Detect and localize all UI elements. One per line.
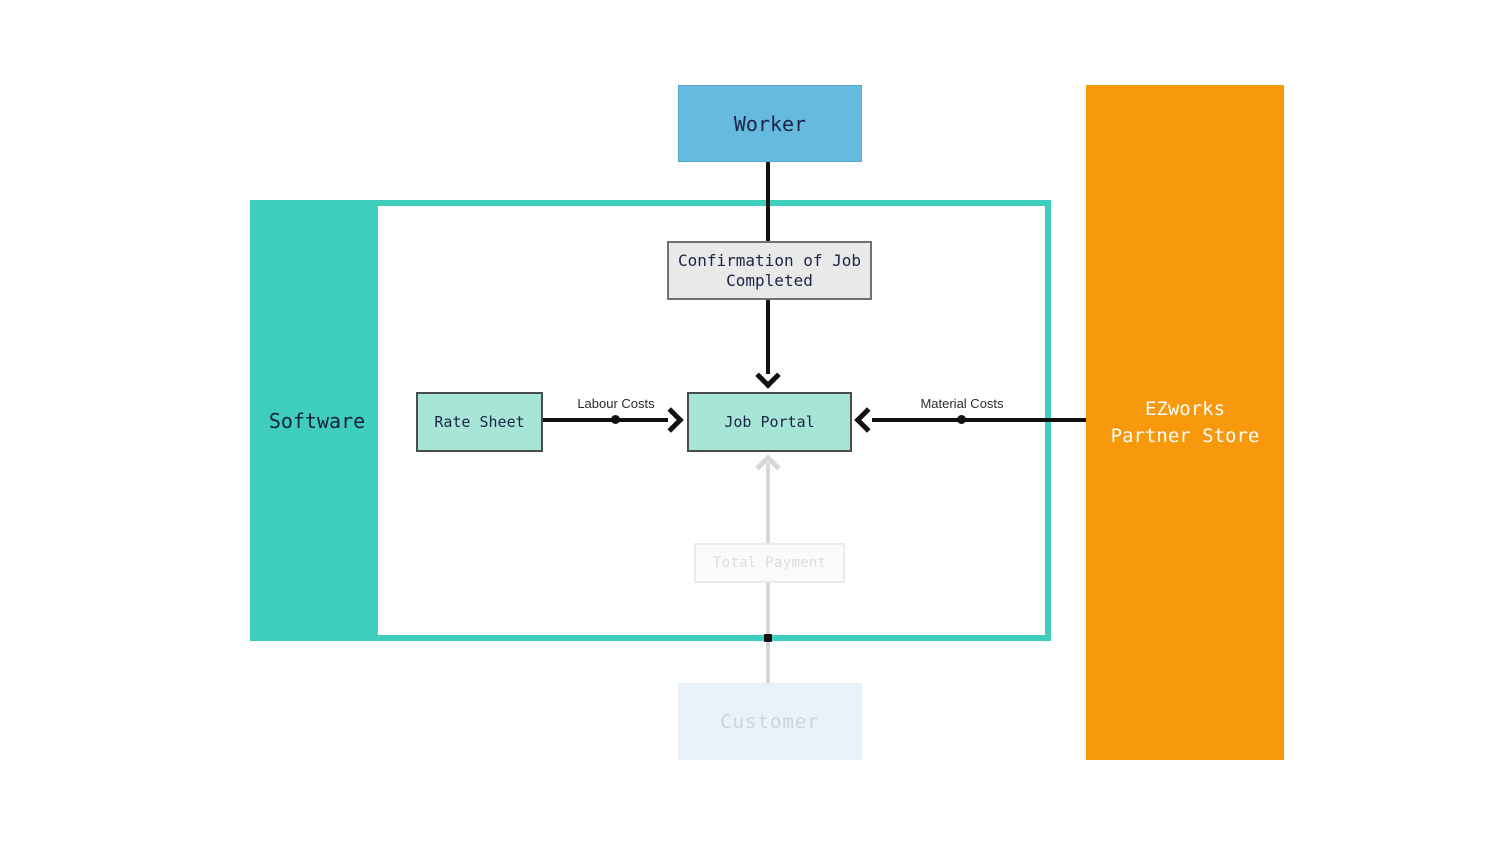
partner-store-label-line1: EZworks [1144,397,1226,420]
edge-midpoint-dot [957,415,966,424]
edge-label-labour-costs: Labour Costs [577,396,655,411]
edge-label-material-costs: Material Costs [920,396,1004,411]
edge-rate-sheet-to-job-portal [543,418,668,422]
edge-confirmation-to-job-portal [766,299,770,374]
software-sidebar: Software [256,206,378,635]
edge-total-payment-to-job-portal [766,463,770,543]
node-rate-sheet: Rate Sheet [416,392,543,452]
node-job-portal: Job Portal [687,392,852,452]
edge-midpoint-dot [611,415,620,424]
edge-worker-to-confirmation [766,161,770,242]
node-confirmation-of-job-completed: Confirmation of Job Completed [667,241,872,300]
partner-store-label-line2: Partner Store [1110,424,1260,447]
software-label: Software [268,408,366,433]
software-container: Software [250,200,1051,641]
edge-customer-to-total-payment [766,583,770,683]
node-ezworks-partner-store: EZworks Partner Store [1086,85,1284,760]
edge-partner-store-to-job-portal [872,418,1087,422]
edge-border-crossing-dot [764,634,772,642]
node-worker: Worker [678,85,862,162]
node-total-payment: Total Payment [694,543,845,583]
node-customer: Customer [678,683,862,760]
